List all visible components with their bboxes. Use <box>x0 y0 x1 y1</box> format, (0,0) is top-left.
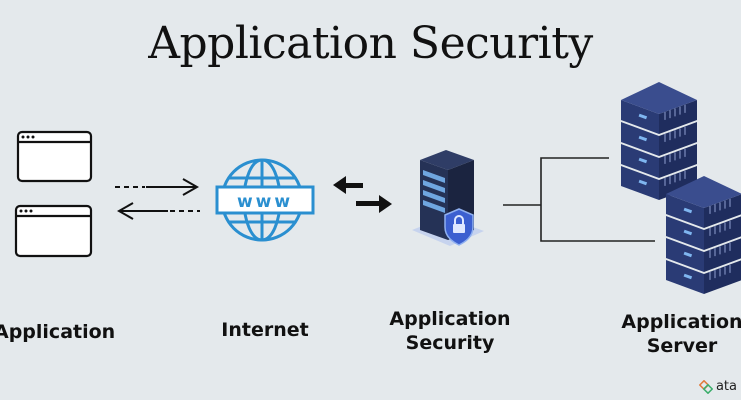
server-stack-icon <box>621 82 741 294</box>
server-unit <box>621 122 697 156</box>
www-globe-icon <box>215 158 315 242</box>
server-unit <box>621 166 697 200</box>
shielded-server-icon <box>412 150 484 246</box>
ata-logo-icon <box>698 379 713 394</box>
page-title: Application Security <box>148 18 593 69</box>
server-top <box>621 82 697 114</box>
label-internet: Internet <box>221 319 309 341</box>
label-application-security: Application Security <box>380 307 520 355</box>
bidirectional-arrows-internet-security <box>333 176 392 213</box>
label-application: Application <box>0 321 116 343</box>
window-dots <box>19 135 35 213</box>
server-unit <box>666 238 741 272</box>
server-unit <box>621 144 697 178</box>
label-line: Server <box>646 335 718 357</box>
bidirectional-arrows-app-internet <box>115 178 200 220</box>
label-line: Security <box>405 332 495 354</box>
server-top <box>666 176 741 208</box>
server-unit <box>666 260 741 294</box>
browser-window-icon <box>14 130 93 258</box>
label-application-server: Application Server <box>612 310 741 358</box>
server-unit <box>621 100 697 134</box>
connector-lines <box>503 157 655 242</box>
label-line: Application <box>621 311 741 333</box>
watermark-text: ata <box>715 379 737 394</box>
watermark: ata <box>698 379 737 394</box>
label-line: Application <box>389 308 511 330</box>
server-unit <box>666 216 741 250</box>
www-text: www <box>237 192 293 212</box>
server-unit <box>666 194 741 228</box>
